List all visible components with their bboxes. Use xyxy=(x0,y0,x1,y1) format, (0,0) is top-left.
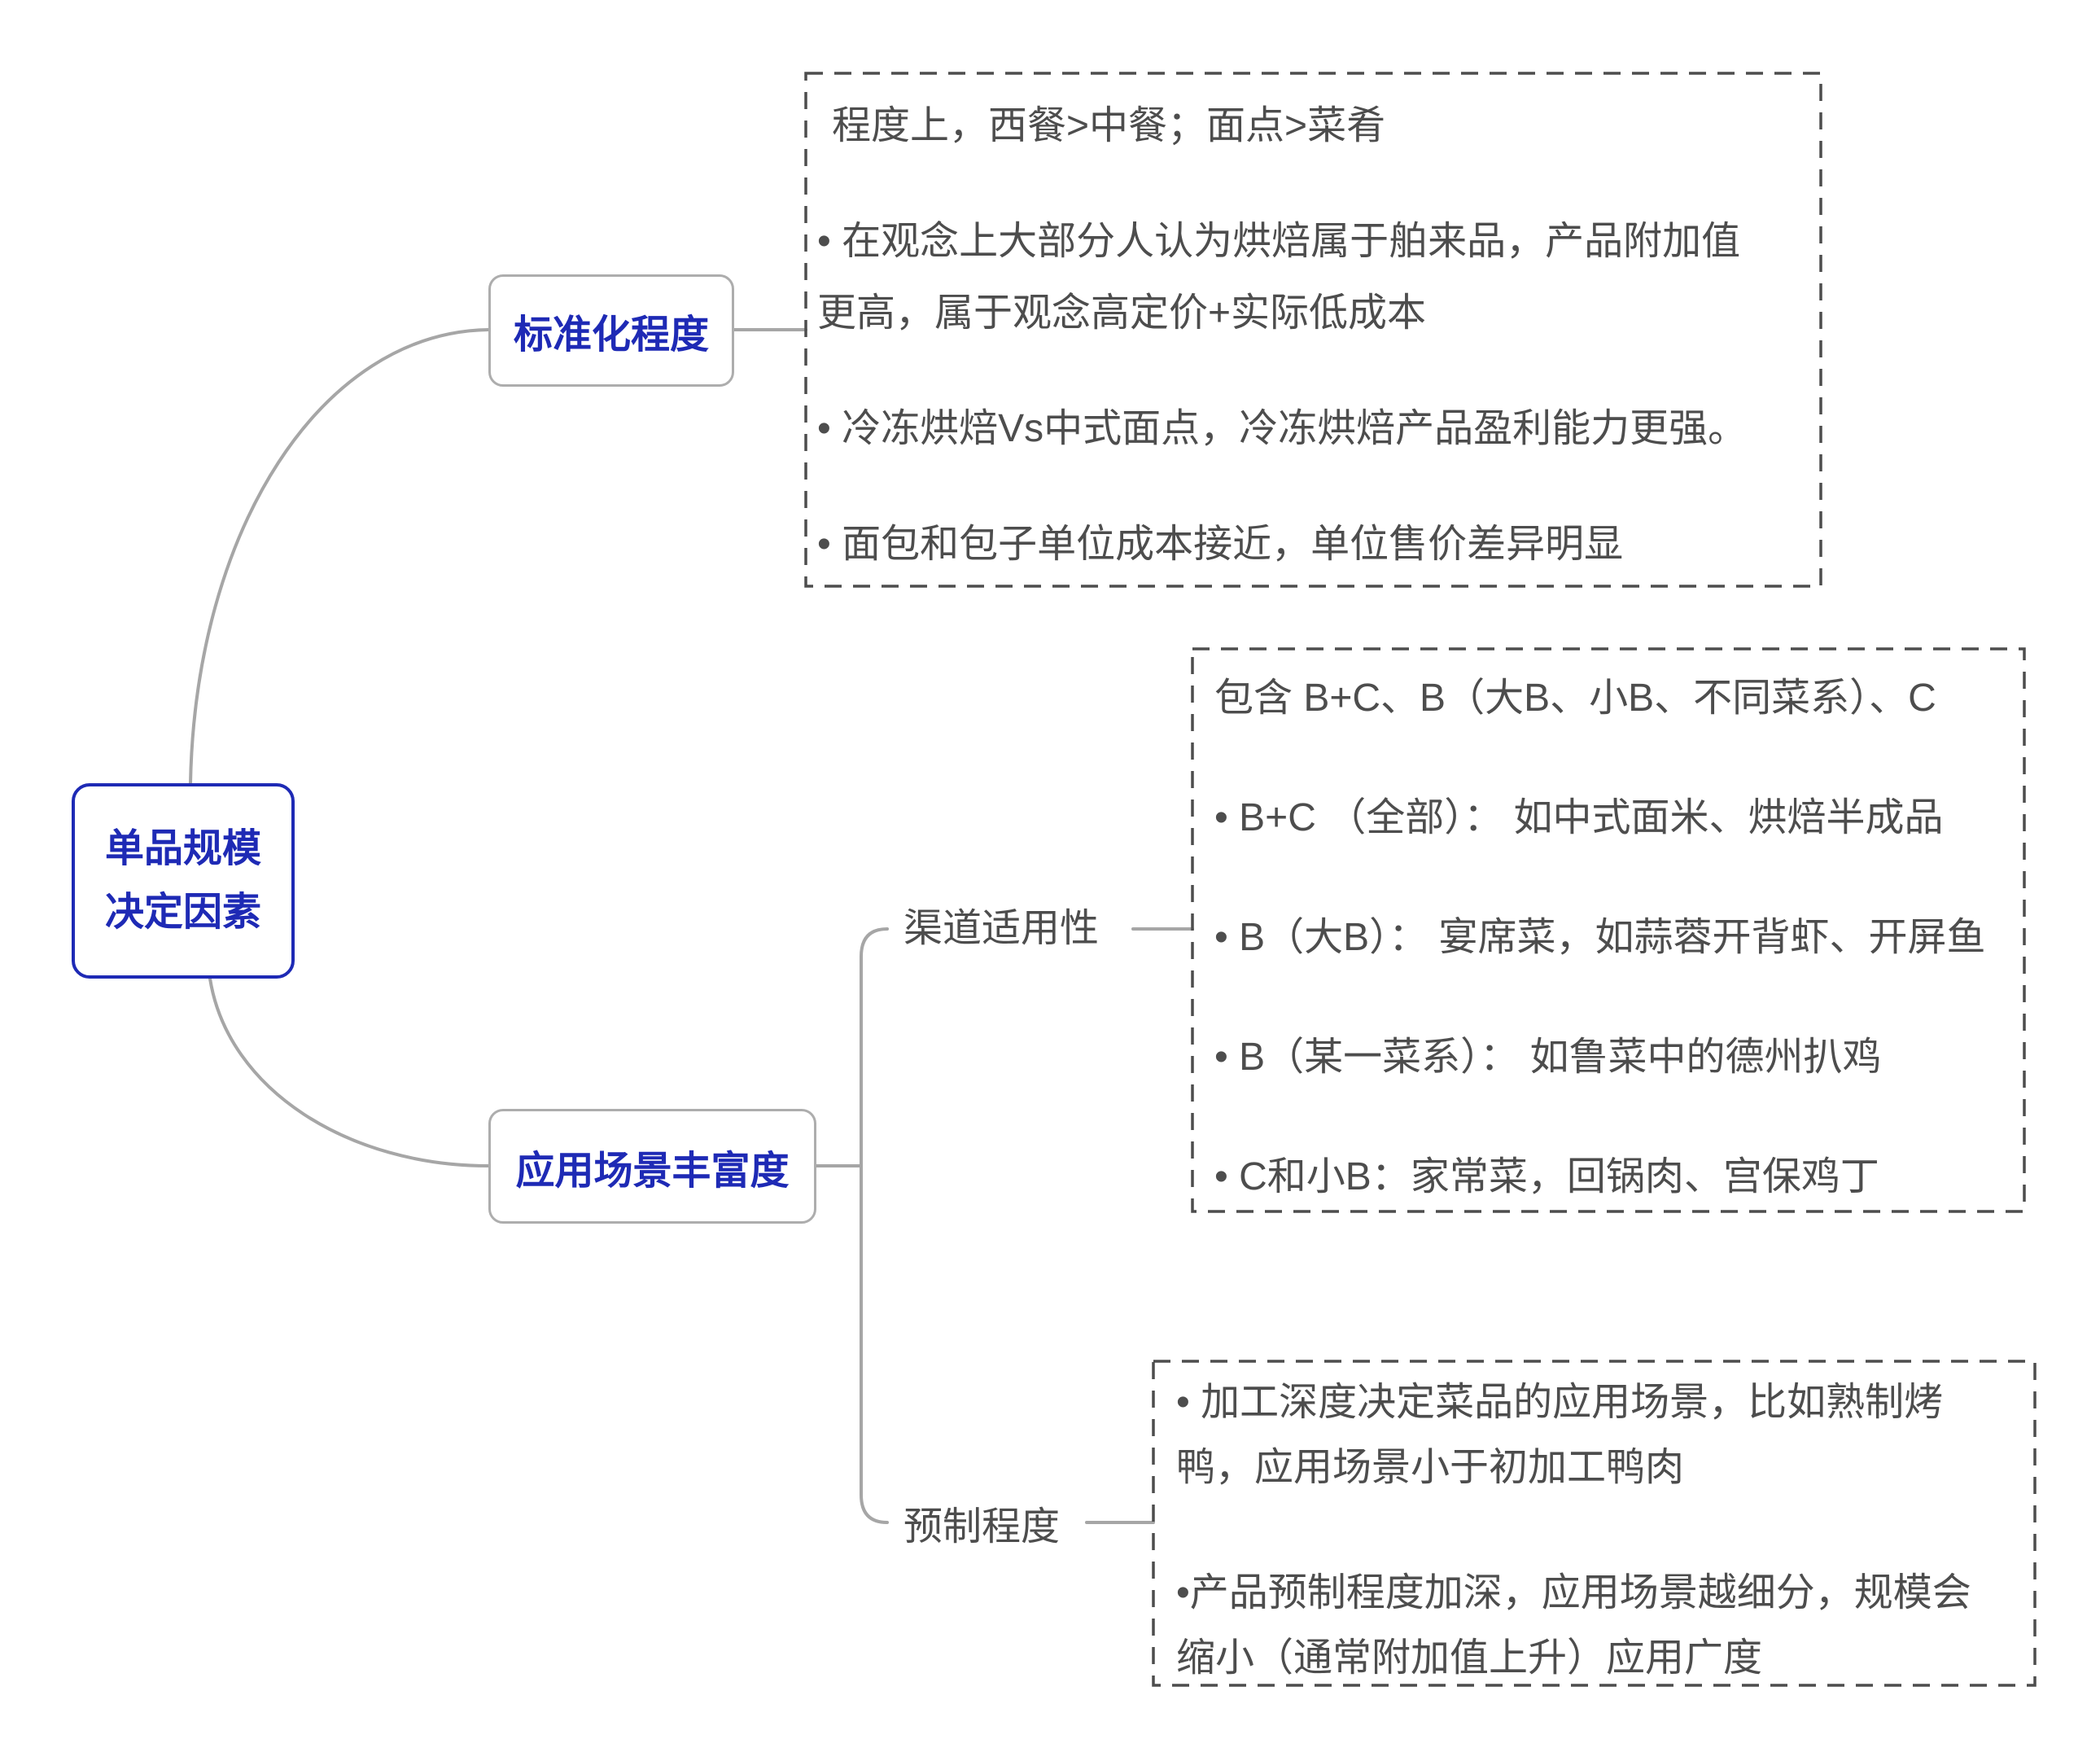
note-paragraph: • 冷冻烘焙Vs中式面点，冷冻烘焙产品盈利能力更强。 xyxy=(817,393,1806,465)
note-line: • B（大B）： 宴席菜，如蒜蓉开背虾、开屏鱼 xyxy=(1214,916,1986,959)
node-application-scene-label: 应用场景丰富度 xyxy=(515,1149,790,1193)
note-paragraph: • B+C （全部）： 如中式面米、烘焙半成品 xyxy=(1214,782,2012,854)
note-box-precook[interactable]: • 加工深度决定菜品的应用场景，比如熟制烤 鸭，应用场景小于初加工鸭肉 •产品预… xyxy=(1153,1361,2035,1685)
note-line: 鸭，应用场景小于初加工鸭肉 xyxy=(1176,1446,1685,1489)
note-line: • B+C （全部）： 如中式面米、烘焙半成品 xyxy=(1214,796,1944,839)
note-line: 包含 B+C、B（大B、小B、不同菜系）、C xyxy=(1214,677,1936,720)
note-paragraph: • 在观念上大部分人认为烘焙属于舶来品，产品附加值 更高，属于观念高定价+实际低… xyxy=(817,206,1806,349)
root-node[interactable]: 单品规模 决定因素 xyxy=(72,783,295,979)
node-standardization-label: 标准化程度 xyxy=(513,313,709,357)
note-paragraph: • 面包和包子单位成本接近，单位售价差异明显 xyxy=(817,509,1806,580)
root-node-label-line1: 单品规模 xyxy=(104,827,261,870)
connector-root-to-standardization xyxy=(189,328,490,785)
note-line: • 面包和包子单位成本接近，单位售价差异明显 xyxy=(817,523,1624,566)
note-box-channel[interactable]: 包含 B+C、B（大B、小B、不同菜系）、C • B+C （全部）： 如中式面米… xyxy=(1192,649,2024,1211)
note-line: • 在观念上大部分人认为烘焙属于舶来品，产品附加值 xyxy=(817,220,1741,263)
note-line: • 加工深度决定菜品的应用场景，比如熟制烤 xyxy=(1176,1381,1944,1424)
note-line: 更高，属于观念高定价+实际低成本 xyxy=(817,291,1427,335)
note-line: • 冷冻烘焙Vs中式面点，冷冻烘焙产品盈利能力更强。 xyxy=(817,407,1748,450)
note-paragraph: 包含 B+C、B（大B、小B、不同菜系）、C xyxy=(1214,663,2012,734)
sub-branch-precook-degree[interactable]: 预制程度 xyxy=(903,1505,1061,1549)
bracket-scene-children xyxy=(860,927,889,1524)
note-box-standardization[interactable]: 程度上，西餐>中餐；面点>菜肴 • 在观念上大部分人认为烘焙属于舶来品，产品附加… xyxy=(806,73,1821,586)
node-application-scene[interactable]: 应用场景丰富度 xyxy=(488,1109,816,1224)
channel-notes-border xyxy=(1191,647,2026,1213)
note-paragraph: • C和小B：家常菜，回锅肉、宫保鸡丁 xyxy=(1214,1141,2012,1213)
note-line: •产品预制程度加深，应用场景越细分，规模会 xyxy=(1176,1571,1971,1614)
note-line: 缩小（通常附加值上升）应用广度 xyxy=(1176,1636,1763,1680)
note-paragraph: • B（某一菜系）： 如鲁菜中的德州扒鸡 xyxy=(1214,1022,2012,1093)
connector-root-to-scene xyxy=(208,977,490,1167)
precook-notes-border xyxy=(1152,1360,2037,1687)
sub-branch-channel-applicability[interactable]: 渠道适用性 xyxy=(903,907,1100,950)
note-line: • B（某一菜系）： 如鲁菜中的德州扒鸡 xyxy=(1214,1036,1882,1079)
node-standardization[interactable]: 标准化程度 xyxy=(488,274,734,387)
standardization-notes-border xyxy=(804,72,1822,588)
note-paragraph: • B（大B）： 宴席菜，如蒜蓉开背虾、开屏鱼 xyxy=(1214,902,2012,974)
note-line: 程度上，西餐>中餐；面点>菜肴 xyxy=(832,104,1386,147)
note-paragraph: 程度上，西餐>中餐；面点>菜肴 xyxy=(817,90,1806,162)
note-paragraph: •产品预制程度加深，应用场景越细分，规模会 缩小（通常附加值上升）应用广度 xyxy=(1176,1561,2023,1691)
note-line: • C和小B：家常菜，回锅肉、宫保鸡丁 xyxy=(1214,1155,1879,1198)
note-paragraph: • 加工深度决定菜品的应用场景，比如熟制烤 鸭，应用场景小于初加工鸭肉 xyxy=(1176,1370,2023,1500)
root-node-label-line2: 决定因素 xyxy=(104,891,261,934)
